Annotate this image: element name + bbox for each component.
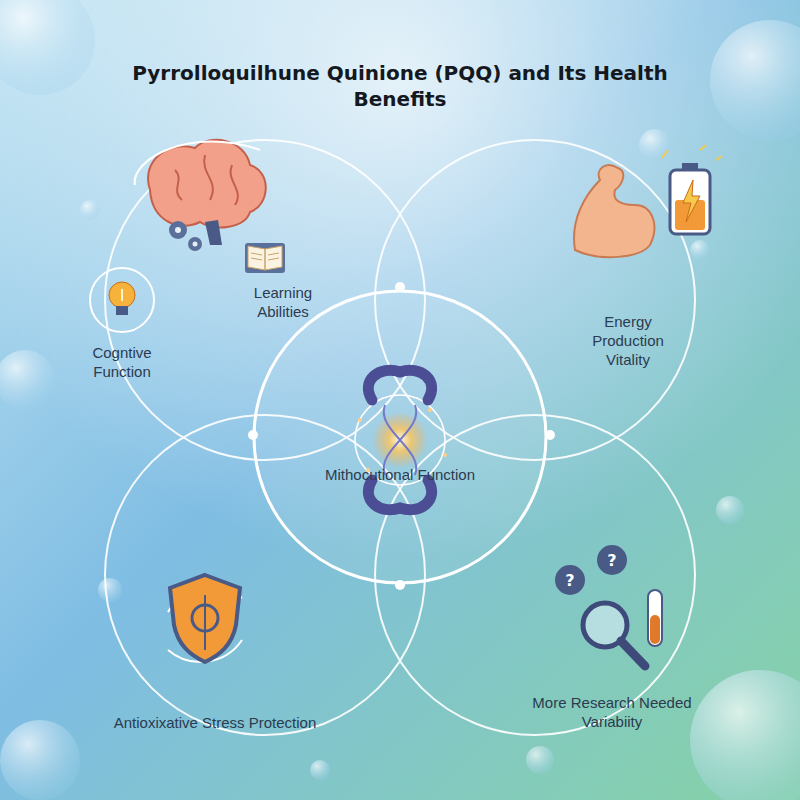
node-label: More Research Needed Variabiity: [517, 693, 707, 731]
node-label: Energy Production Vitality: [573, 312, 683, 369]
node-label: Mithocutional Function: [252, 465, 548, 484]
book-icon: [245, 243, 285, 273]
benefit-node: Cogntive Function: [67, 265, 177, 381]
research-icon: ? ?: [555, 545, 662, 666]
node-label: Antioxixative Stress Protection: [85, 713, 345, 732]
central-ring: [252, 289, 548, 585]
ring-junctions: [248, 282, 555, 590]
node-label: Cogntive Function: [67, 343, 177, 381]
diagram-title: Pyrrolloquilhune Quinione (PQQ) and Its …: [100, 60, 700, 112]
shield-icon: [168, 575, 242, 662]
brain-icon: [135, 140, 266, 251]
lightbulb-icon: [87, 265, 157, 339]
benefit-node: Antioxixative Stress Protection: [85, 713, 345, 732]
benefit-node: Energy Production Vitality: [573, 312, 683, 369]
benefit-rings: [105, 140, 695, 735]
central-node: Mithocutional Function: [252, 289, 548, 585]
battery-icon: [662, 145, 722, 234]
svg-text:?: ?: [565, 571, 574, 590]
muscle-arm-icon: [574, 165, 654, 257]
svg-text:?: ?: [607, 551, 616, 570]
research-node: More Research Needed Variabiity: [517, 693, 707, 731]
